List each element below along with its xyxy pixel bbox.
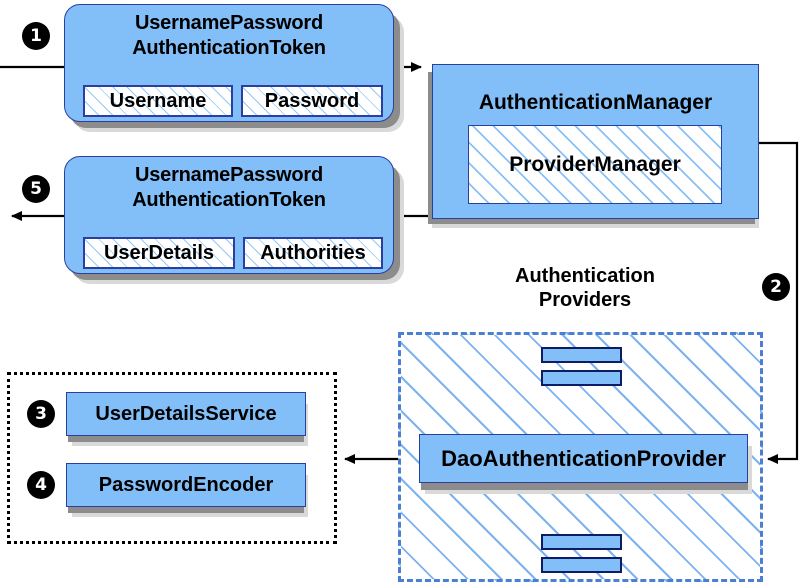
collapsed-provider-bar-bottom-1[interactable] — [541, 534, 622, 550]
supporting-services-group — [7, 372, 337, 544]
password-encoder-label: PasswordEncoder — [98, 473, 274, 496]
authentication-providers-label: Authentication Providers — [515, 265, 655, 311]
collapsed-provider-bar-bottom-2[interactable] — [541, 557, 622, 573]
response-token-field-authorities[interactable]: Authorities — [243, 237, 383, 269]
request-token-field-password[interactable]: Password — [241, 85, 383, 117]
userdetails-service[interactable]: UserDetailsService — [66, 392, 306, 436]
userdetails-service-label: UserDetailsService — [95, 402, 277, 425]
step-marker-3: 3 — [27, 400, 55, 428]
response-authentication-token[interactable]: UsernamePassword AuthenticationToken Use… — [64, 156, 394, 274]
step-marker-1: 1 — [22, 22, 50, 50]
provider-manager[interactable]: ProviderManager — [468, 125, 722, 204]
request-token-field-username[interactable]: Username — [83, 85, 233, 117]
authentication-manager[interactable]: AuthenticationManager ProviderManager — [432, 64, 759, 219]
password-encoder[interactable]: PasswordEncoder — [66, 463, 306, 507]
collapsed-provider-bar-top-2[interactable] — [541, 370, 622, 386]
step-marker-4: 4 — [27, 471, 55, 499]
request-token-title: UsernamePassword AuthenticationToken — [132, 12, 326, 59]
step-marker-2: 2 — [762, 273, 790, 301]
step-marker-5: 5 — [22, 175, 50, 203]
dao-authentication-provider[interactable]: DaoAuthenticationProvider — [419, 434, 748, 483]
response-token-title: UsernamePassword AuthenticationToken — [132, 164, 326, 211]
dao-authentication-provider-label: DaoAuthenticationProvider — [441, 445, 726, 471]
collapsed-provider-bar-top-1[interactable] — [541, 347, 622, 363]
response-token-field-userdetails[interactable]: UserDetails — [83, 237, 235, 269]
authentication-manager-title: AuthenticationManager — [478, 91, 713, 114]
request-authentication-token[interactable]: UsernamePassword AuthenticationToken Use… — [64, 4, 394, 122]
